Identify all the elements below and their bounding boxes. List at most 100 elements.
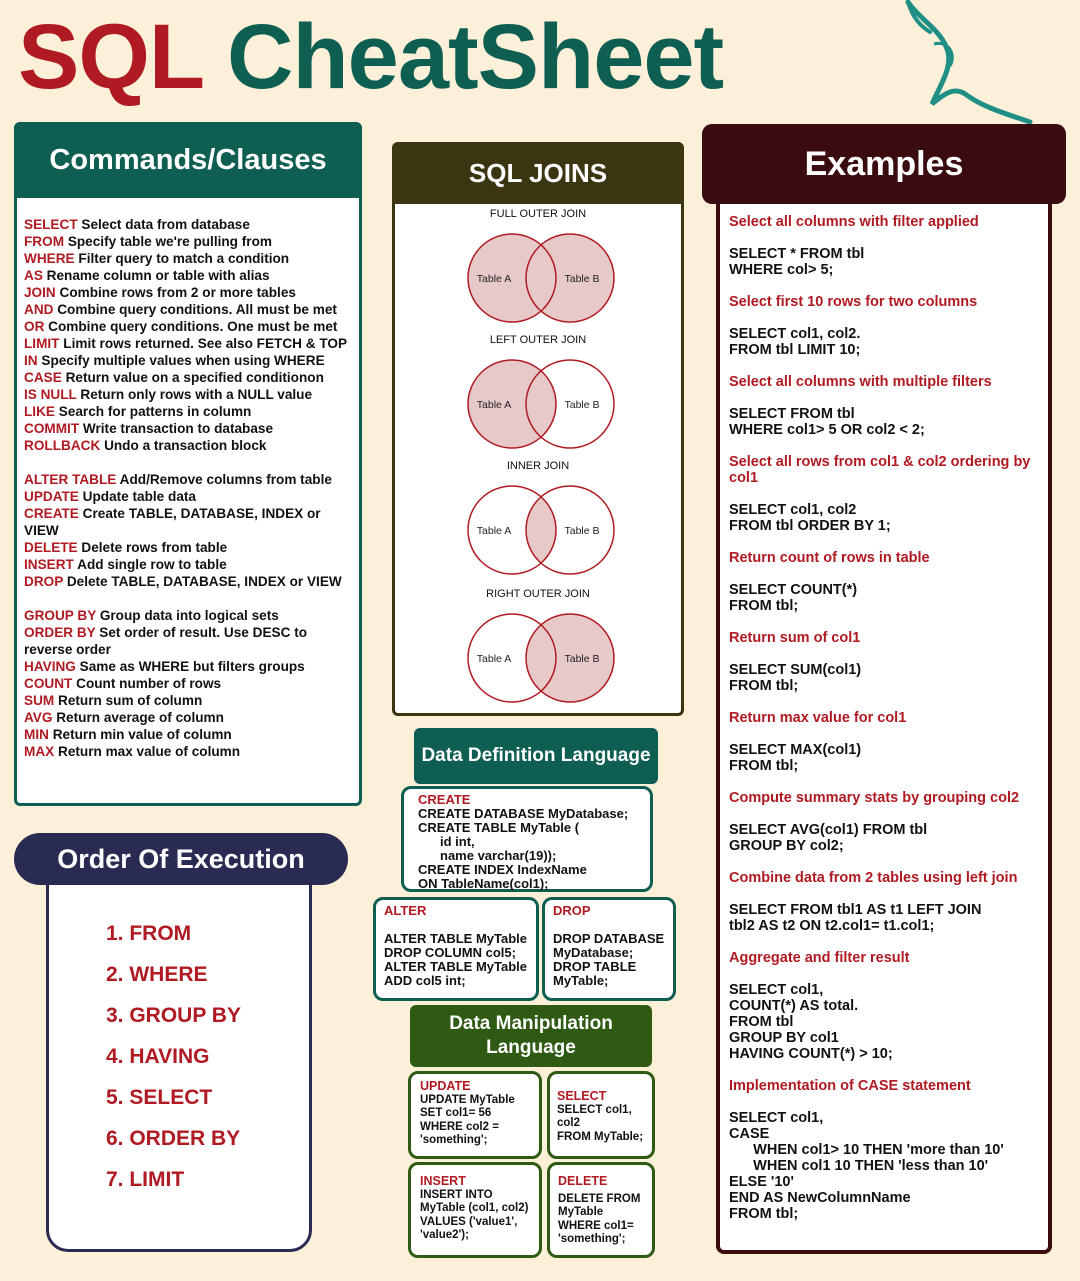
command-description: Combine rows from 2 or more tables <box>59 285 296 300</box>
command-keyword: COUNT <box>24 676 73 691</box>
group-spacer <box>24 454 354 471</box>
venn-diagram: Table A Table B <box>467 233 615 323</box>
table-a-label: Table A <box>477 525 511 537</box>
command-description: Set order of result. Use DESC to reverse… <box>24 625 308 657</box>
code-line: id int, <box>440 834 475 849</box>
example-title: Select first 10 rows for two columns <box>729 294 978 310</box>
command-description: Return only rows with a NULL value <box>80 387 313 402</box>
command-row: AND Combine query conditions. All must b… <box>24 301 354 318</box>
command-keyword: IS NULL <box>24 387 77 402</box>
command-keyword: INSERT <box>24 557 74 572</box>
execution-step: 7. LIMIT <box>106 1168 185 1191</box>
command-row: LIKE Search for patterns in column <box>24 403 354 420</box>
set-a-outline <box>467 613 557 703</box>
commands-panel <box>14 122 362 806</box>
code-line: DELETE FROM <box>558 1192 641 1205</box>
code-keyword: UPDATE <box>420 1079 471 1093</box>
command-description: Delete rows from table <box>81 540 228 555</box>
example-code: SELECT col1, col2 FROM tbl ORDER BY 1; <box>729 502 891 534</box>
joins-heading: SQL JOINS <box>392 142 684 204</box>
execution-step: 1. FROM <box>106 922 192 945</box>
command-description: Specify multiple values when using WHERE <box>41 353 325 368</box>
command-row: OR Combine query conditions. One must be… <box>24 318 354 335</box>
example-title: Return count of rows in table <box>729 550 930 566</box>
command-description: Update table data <box>82 489 196 504</box>
command-keyword: SELECT <box>24 217 78 232</box>
command-description: Specify table we're pulling from <box>67 234 272 249</box>
code-line: 'value2'); <box>420 1229 469 1241</box>
code-line: FROM MyTable; <box>557 1130 644 1143</box>
set-b-outline <box>525 233 615 323</box>
code-keyword: DROP <box>553 903 591 918</box>
example-title: Select all columns with multiple filters <box>729 374 992 390</box>
command-keyword: ALTER TABLE <box>24 472 117 487</box>
code-line: CREATE TABLE MyTable ( <box>418 820 580 835</box>
title-sql: SQL <box>18 6 203 108</box>
command-row: ALTER TABLE Add/Remove columns from tabl… <box>24 471 354 488</box>
command-description: Rename column or table with alias <box>46 268 270 283</box>
command-row: WHERE Filter query to match a condition <box>24 250 354 267</box>
code-line: SELECT col1, <box>557 1103 632 1116</box>
code-line: ADD col5 int; <box>384 973 466 988</box>
command-row: FROM Specify table we're pulling from <box>24 233 354 250</box>
table-a-label: Table A <box>477 273 511 285</box>
intersection-fill <box>526 486 556 574</box>
group-spacer <box>24 590 354 607</box>
example-title: Return sum of col1 <box>729 630 861 646</box>
command-row: IN Specify multiple values when using WH… <box>24 352 354 369</box>
table-b-label: Table B <box>564 273 599 285</box>
command-row: SELECT Select data from database <box>24 216 354 233</box>
command-description: Group data into logical sets <box>99 608 279 623</box>
command-keyword: CASE <box>24 370 62 385</box>
command-row: UPDATE Update table data <box>24 488 354 505</box>
command-row: AVG Return average of column <box>24 709 354 726</box>
table-b-label: Table B <box>564 653 599 665</box>
code-line: UPDATE MyTable <box>420 1093 515 1106</box>
command-description: Return average of column <box>56 710 224 725</box>
code-line: DROP TABLE <box>553 959 637 974</box>
example-code: SELECT SUM(col1) FROM tbl; <box>729 662 862 694</box>
join-label: RIGHT OUTER JOIN <box>486 588 590 600</box>
command-row: MIN Return min value of column <box>24 726 354 743</box>
command-description: Same as WHERE but filters groups <box>79 659 305 674</box>
dml-heading: Data Manipulation Language <box>410 1005 652 1067</box>
command-description: Write transaction to database <box>82 421 274 436</box>
table-a-label: Table A <box>477 399 511 411</box>
command-keyword: OR <box>24 319 45 334</box>
set-a-outline <box>467 233 557 323</box>
example-title: Select all columns with filter applied <box>729 214 979 230</box>
command-keyword: DELETE <box>24 540 78 555</box>
set-a-outline <box>467 359 557 449</box>
command-keyword: ROLLBACK <box>24 438 101 453</box>
execution-step: 2. WHERE <box>106 963 208 986</box>
execution-step: 5. SELECT <box>106 1086 213 1109</box>
example-code: SELECT col1, col2. FROM tbl LIMIT 10; <box>729 326 861 358</box>
join-label: INNER JOIN <box>506 460 570 472</box>
code-line: MyDatabase; <box>553 945 634 960</box>
example-title: Implementation of CASE statement <box>729 1078 971 1094</box>
code-keyword: ALTER <box>384 903 427 918</box>
code-line: CREATE DATABASE MyDatabase; <box>418 806 629 821</box>
command-description: Return value on a specified conditionon <box>65 370 324 385</box>
command-row: LIMIT Limit rows returned. See also FETC… <box>24 335 354 352</box>
example-title: Select all rows from col1 & col2 orderin… <box>729 454 1031 486</box>
command-row: COMMIT Write transaction to database <box>24 420 354 437</box>
intersection-fill <box>526 360 556 448</box>
page-title: SQL CheatSheet <box>18 2 724 112</box>
example-title: Return max value for col1 <box>729 710 907 726</box>
code-spacer <box>553 918 673 932</box>
example-code: SELECT col1, CASE WHEN col1> 10 THEN 'mo… <box>729 1110 1004 1222</box>
example-code: SELECT COUNT(*) FROM tbl; <box>729 582 858 614</box>
code-line: CREATE INDEX IndexName <box>418 862 587 877</box>
code-line: MyTable; <box>553 973 609 988</box>
command-keyword: MAX <box>24 744 55 759</box>
code-line: WHERE col2 = <box>420 1120 499 1133</box>
